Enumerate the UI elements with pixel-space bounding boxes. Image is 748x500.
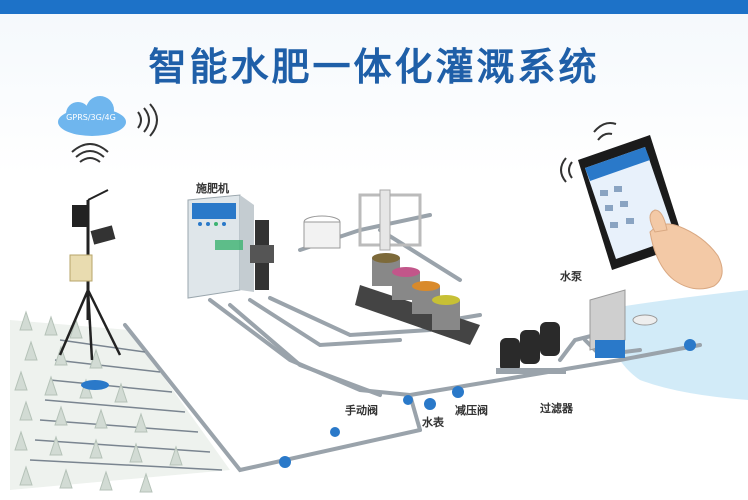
fertilizer-buckets xyxy=(355,253,480,345)
wifi-icon xyxy=(593,122,617,141)
label-water-pump: 水泵 xyxy=(560,270,582,283)
wifi-icon xyxy=(137,103,158,137)
valve-icon xyxy=(279,339,696,468)
fertilizer-machine-icon xyxy=(187,194,254,299)
label-manual-valve: 手动阀 xyxy=(345,404,378,417)
pump-icon xyxy=(250,220,274,290)
wifi-icon xyxy=(560,157,573,183)
wifi-icon xyxy=(71,143,109,163)
pump-icon xyxy=(589,289,658,358)
label-water-meter: 水表 xyxy=(422,416,444,429)
tank-icon xyxy=(303,189,422,251)
crop-icon xyxy=(14,310,183,493)
weather-station-icon xyxy=(58,189,122,390)
cloud-icon xyxy=(58,96,126,136)
label-pressure-reducing-valve: 减压阀 xyxy=(455,404,488,417)
hand-icon xyxy=(649,209,723,290)
label-filter: 过滤器 xyxy=(540,402,573,415)
label-fertilizer-machine: 施肥机 xyxy=(196,182,229,195)
top-bar xyxy=(0,0,748,14)
filter-icon xyxy=(496,322,566,374)
network-badge: GPRS/3G/4G xyxy=(66,113,116,122)
page-title: 智能水肥一体化灌溉系统 xyxy=(148,45,600,89)
